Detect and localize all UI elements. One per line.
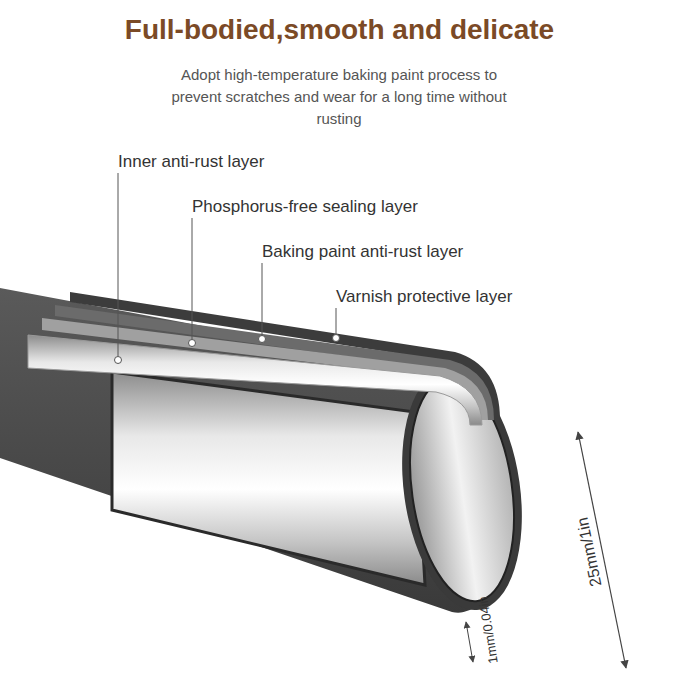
pipe-opening-edge	[397, 372, 527, 608]
title: Full-bodied,smooth and delicate	[0, 14, 679, 46]
layer-label: Varnish protective layer	[336, 284, 512, 309]
layer-label: Inner anti-rust layer	[118, 149, 264, 174]
subtitle-note: Adopt high-temperature baking paint proc…	[159, 64, 519, 130]
pipe-opening	[397, 372, 527, 608]
layer-label: Baking paint anti-rust layer	[262, 239, 463, 264]
leader-dots	[115, 335, 340, 364]
layer-label: Phosphorus-free sealing layer	[192, 194, 418, 219]
inner-layer	[28, 335, 482, 425]
thickness-dimension	[466, 622, 473, 662]
cutaway-inner-wall	[112, 372, 425, 585]
dimension-label: 1mm/0.04in	[473, 595, 502, 665]
